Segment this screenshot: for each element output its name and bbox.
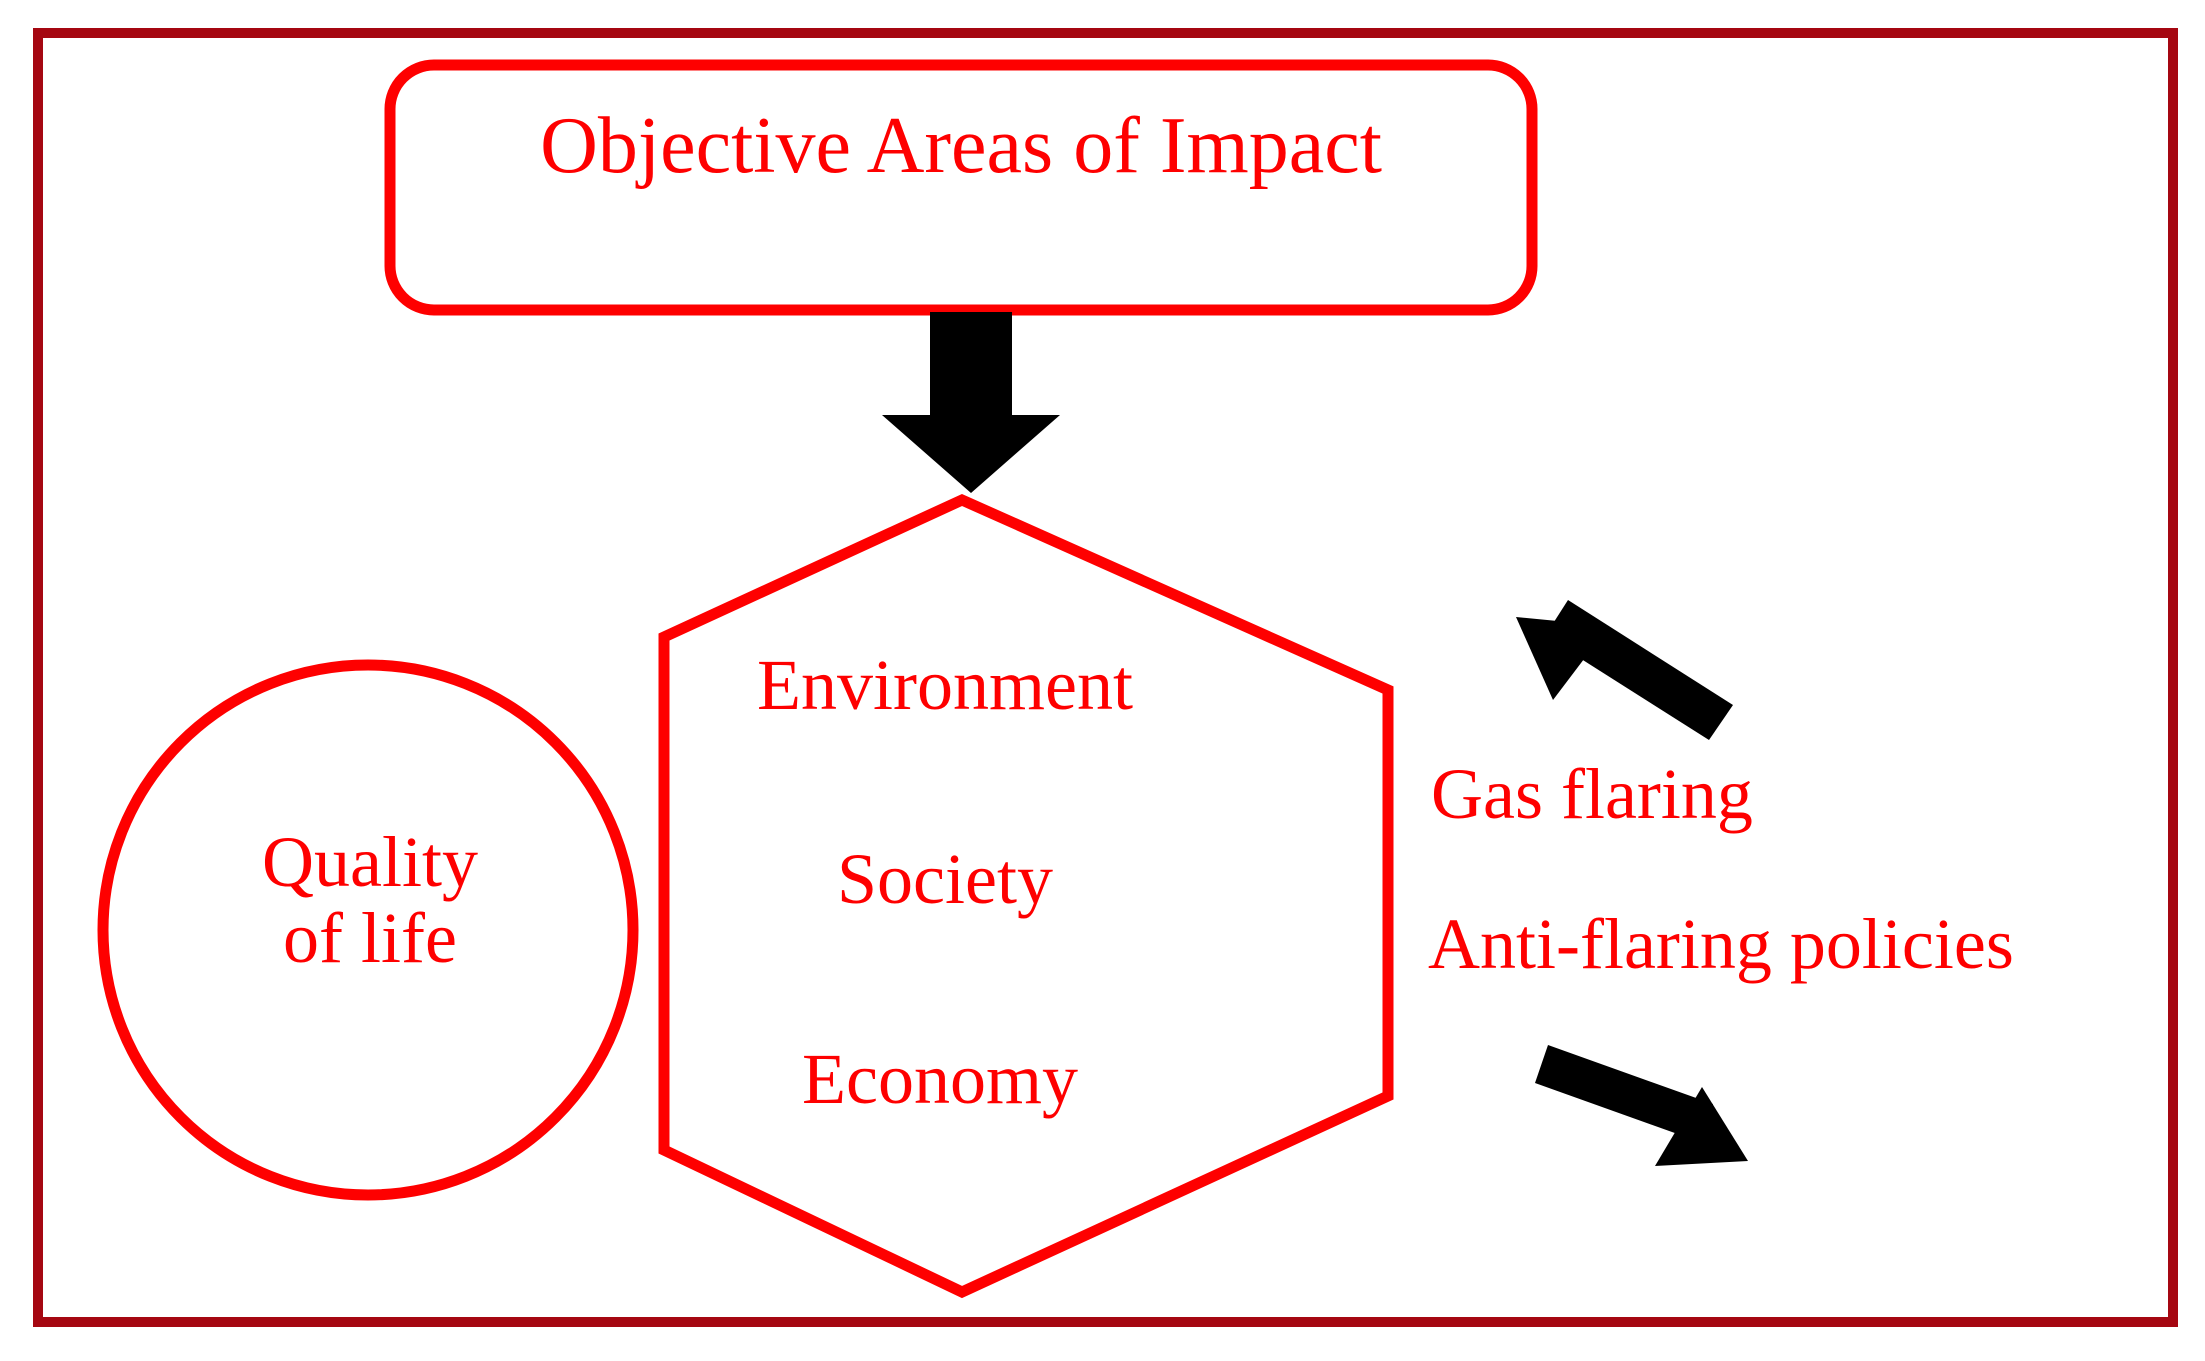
side-label-gas-flaring: Gas flaring bbox=[1431, 754, 1753, 834]
circle-label-line-1: Quality bbox=[262, 822, 478, 902]
up-left-arrow-icon bbox=[1516, 600, 1733, 740]
outer-frame-border bbox=[33, 28, 2178, 1327]
down-right-arrow-icon bbox=[1535, 1045, 1748, 1166]
circle-label: Quality of life bbox=[150, 822, 590, 978]
title-box-label: Objective Areas of Impact bbox=[540, 102, 1382, 190]
title-box-shape[interactable] bbox=[384, 59, 1538, 316]
down-arrow-icon bbox=[882, 312, 1060, 493]
side-label-anti-flaring: Anti-flaring policies bbox=[1428, 904, 2014, 984]
hexagon-item-society: Society bbox=[837, 839, 1053, 919]
hexagon-shape[interactable] bbox=[658, 493, 1394, 1299]
hexagon-item-environment: Environment bbox=[757, 645, 1133, 725]
hexagon-item-economy: Economy bbox=[802, 1039, 1078, 1119]
circle-shape[interactable] bbox=[97, 659, 639, 1201]
circle-label-line-2: of life bbox=[283, 897, 457, 978]
